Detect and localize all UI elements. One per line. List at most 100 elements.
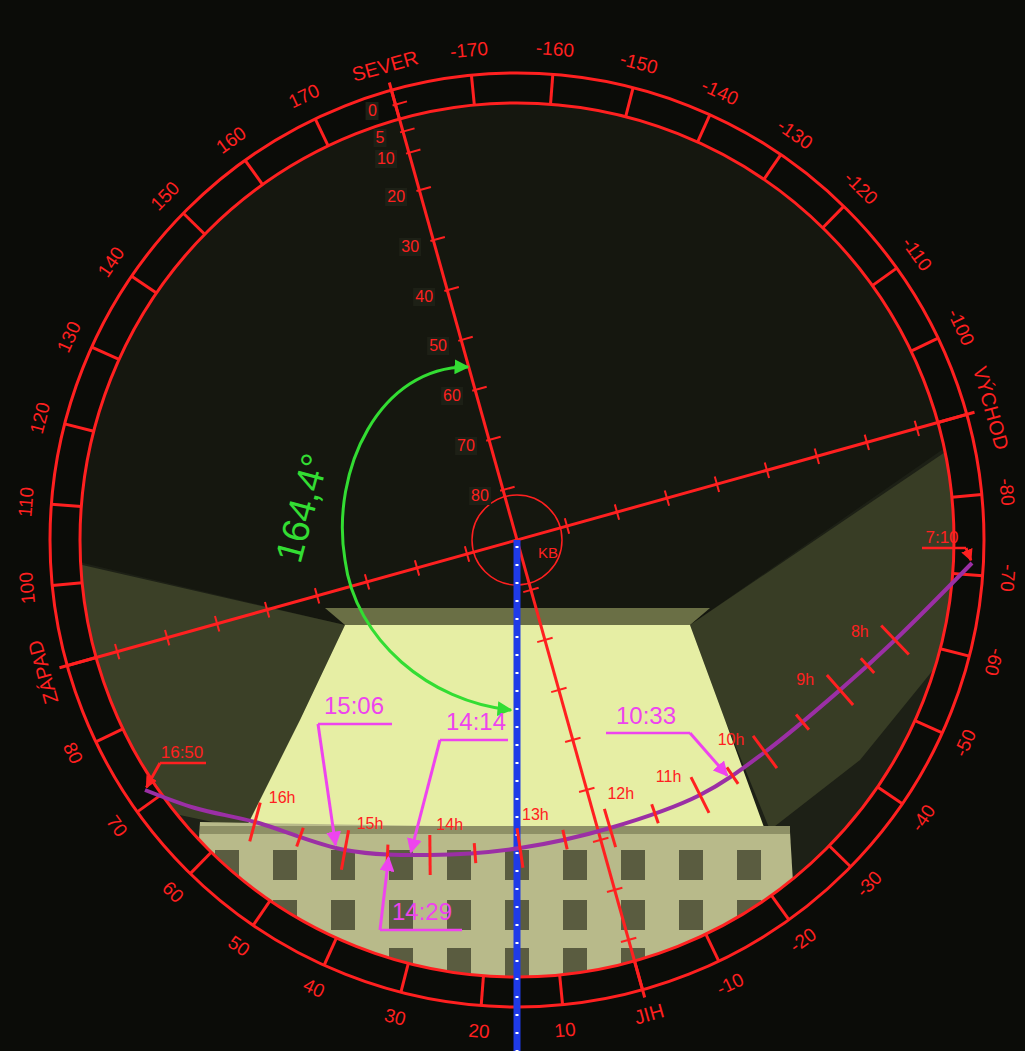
azimuth-label: 140: [94, 244, 128, 281]
altitude-label: 70: [455, 437, 477, 455]
azimuth-label: 80: [60, 739, 86, 766]
axis-tick: [115, 644, 119, 659]
generated-overlay: [51, 74, 982, 1005]
ring-tick: [878, 787, 903, 804]
ring-tick: [829, 846, 850, 867]
sun-path: [145, 563, 972, 855]
altitude-label: 30: [399, 238, 421, 256]
azimuth-label: -10: [713, 969, 746, 998]
callout-underline: [606, 732, 690, 735]
window: [737, 850, 761, 880]
axis-tick: [915, 421, 919, 436]
altitude-label: 50: [427, 337, 449, 355]
blue-line-dots: [516, 546, 519, 1051]
axis-tick: [315, 588, 319, 603]
azimuth-label: 40: [300, 975, 327, 1001]
axis-tick: [815, 449, 819, 464]
callout-underline: [160, 762, 206, 765]
ring-tick: [938, 414, 967, 422]
hour-tick: [691, 777, 709, 813]
hour-label: 11h: [656, 769, 682, 785]
azimuth-label: 20: [468, 1020, 491, 1041]
time-callout: 7:10: [925, 529, 958, 546]
azimuth-label: -100: [944, 306, 978, 349]
ring-tick: [706, 934, 719, 961]
time-callout: 10:33: [616, 704, 676, 728]
ring-tick: [915, 721, 942, 733]
window: [563, 900, 587, 930]
axis-tick: [444, 287, 458, 291]
hour-tick: [652, 804, 659, 823]
azimuth-label: 50: [225, 932, 253, 960]
azimuth-label: -150: [619, 50, 661, 78]
azimuth-label: -20: [787, 924, 820, 955]
axis-tick: [551, 688, 566, 692]
window: [273, 850, 297, 880]
cardinal-label: VÝCHOD: [970, 364, 1012, 452]
ring-tick: [52, 583, 82, 586]
ring-tick: [940, 649, 969, 656]
axis-tick: [215, 616, 219, 631]
hour-tick: [428, 835, 431, 875]
ring-tick: [65, 424, 94, 431]
hour-label: 8h: [851, 624, 869, 640]
azimuth-label: -50: [951, 727, 980, 760]
ring-tick: [626, 88, 633, 117]
ring-tick: [132, 276, 157, 293]
time-callout: 14:14: [446, 710, 506, 734]
axis-tick: [765, 463, 769, 478]
callout-underline: [380, 929, 462, 932]
ring-tick: [771, 895, 788, 919]
hour-tick: [881, 626, 909, 655]
ring-tick: [560, 975, 563, 1005]
hour-tick: [474, 843, 476, 863]
ring-tick: [51, 504, 81, 506]
window: [331, 900, 355, 930]
axis-tick: [393, 101, 407, 105]
hour-tick: [753, 736, 777, 768]
ring-tick: [183, 213, 204, 234]
altitude-label: 80: [469, 487, 491, 505]
axis-tick: [565, 518, 569, 533]
azimuth-label: 10: [554, 1019, 577, 1040]
azimuth-label: 130: [54, 318, 84, 355]
azimuth-label: 60: [159, 877, 187, 905]
hour-tick: [341, 830, 348, 869]
cardinal-label: JIH: [632, 1000, 666, 1027]
ring-tick: [823, 206, 844, 227]
axis-tick: [465, 546, 469, 561]
altitude-label: 10: [375, 150, 397, 168]
axis-tick: [430, 237, 444, 241]
ring-tick: [911, 338, 938, 351]
axis-tick: [593, 838, 608, 842]
axis-tick: [265, 602, 269, 617]
ring-tick: [245, 160, 262, 184]
hour-tick: [796, 714, 809, 729]
axis-tick: [607, 888, 622, 892]
time-callout: 14:29: [392, 900, 452, 924]
window: [679, 900, 703, 930]
axis-tick: [665, 490, 669, 505]
axis-tick: [472, 387, 486, 391]
azimuth-label: 150: [148, 178, 184, 214]
time-callout: 15:06: [324, 694, 384, 718]
ring-tick: [315, 119, 328, 146]
hour-label: 9h: [796, 672, 814, 688]
window: [273, 948, 297, 978]
axis-tick: [537, 638, 552, 642]
hour-label: 14h: [436, 817, 463, 833]
callout-underline: [318, 723, 392, 726]
axis-tick: [715, 476, 719, 491]
window: [563, 850, 587, 880]
azimuth-label: -60: [981, 647, 1006, 678]
ring-tick: [872, 268, 896, 285]
azimuth-label: -70: [997, 563, 1018, 592]
hour-tick: [563, 830, 567, 850]
angle-arc: [342, 367, 511, 710]
azimuth-label: 110: [16, 486, 37, 518]
callout-underline: [440, 739, 508, 742]
ring-ticks: [51, 74, 982, 1005]
